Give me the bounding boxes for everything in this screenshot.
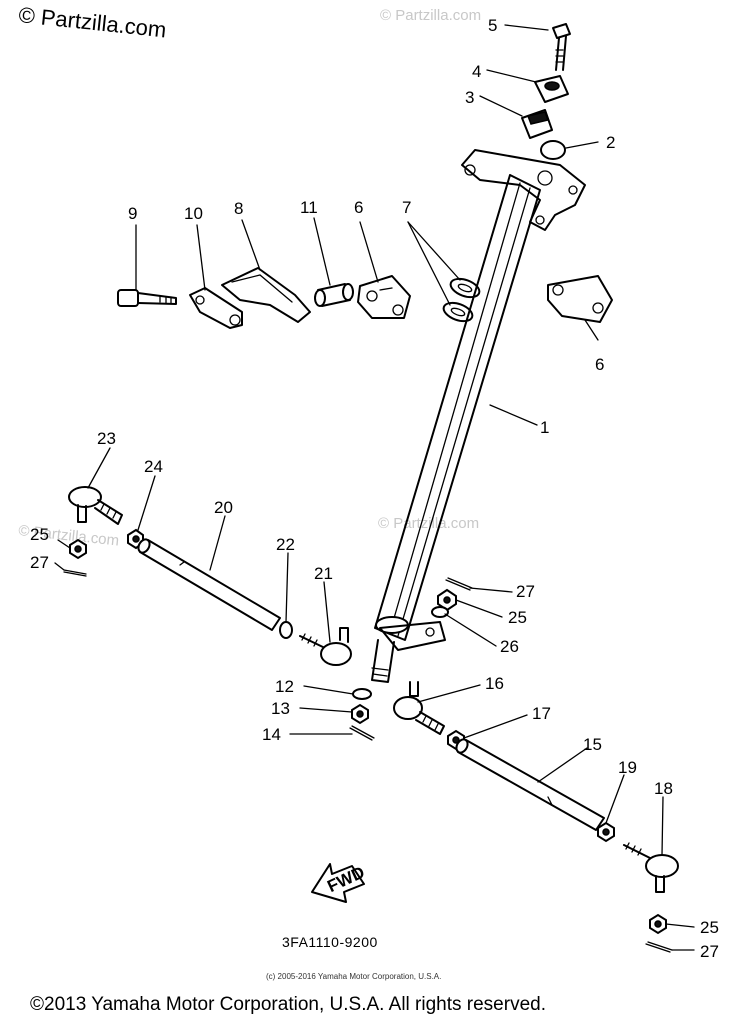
callout-27-mid: 27	[516, 582, 535, 601]
callout-22: 22	[276, 535, 295, 554]
cap-2	[540, 140, 599, 160]
callout-18: 18	[654, 779, 673, 798]
washer-12	[352, 688, 372, 700]
callout-4: 4	[472, 62, 481, 81]
nut-25-mid	[437, 588, 457, 612]
nut-19	[597, 821, 615, 843]
nut-13	[351, 703, 369, 725]
tie-rod-end-23	[68, 486, 123, 525]
washers-7	[442, 277, 481, 323]
callout-20: 20	[214, 498, 233, 517]
clamp-4	[534, 75, 569, 103]
callout-10: 10	[184, 204, 203, 223]
fwd-arrow-icon: FWD	[311, 863, 368, 903]
plate-8	[221, 267, 311, 323]
callout-24: 24	[144, 457, 163, 476]
callout-12: 12	[275, 677, 294, 696]
callout-25-right: 25	[700, 918, 719, 937]
callout-25-mid: 25	[508, 608, 527, 627]
callout-13: 13	[271, 699, 290, 718]
callout-14: 14	[262, 725, 281, 744]
cotter-pin-27-mid	[445, 577, 473, 591]
cotter-pin-14	[349, 725, 375, 741]
callout-15: 15	[583, 735, 602, 754]
tie-rod-end-18	[623, 842, 679, 893]
callout-27-left: 27	[30, 553, 49, 572]
callout-23: 23	[97, 429, 116, 448]
small-copyright: (c) 2005-2016 Yamaha Motor Corporation, …	[266, 972, 441, 981]
watermark-faint-1: © Partzilla.com	[380, 7, 481, 24]
callout-6-right: 6	[595, 355, 604, 374]
callout-8: 8	[234, 199, 243, 218]
cotter-pin-27-right	[645, 941, 673, 953]
callout-7: 7	[402, 198, 411, 217]
footer-copyright: ©2013 Yamaha Motor Corporation, U.S.A. A…	[30, 994, 546, 1015]
diagram-code: 3FA1110-9200	[282, 934, 378, 950]
callout-6-left: 6	[354, 198, 363, 217]
callout-16: 16	[485, 674, 504, 693]
washer-22	[279, 621, 293, 639]
callout-25-left: 25	[30, 525, 49, 544]
tie-rod-end-21	[299, 627, 352, 666]
upper-arm-bracket	[461, 149, 586, 231]
nut-25-left	[69, 538, 87, 560]
clamp-6-right	[547, 275, 613, 323]
watermark-main: © Partzilla.com	[17, 2, 167, 42]
callout-27-right: 27	[700, 942, 719, 961]
watermark-faint-3: © Partzilla.com	[378, 515, 479, 532]
callout-5: 5	[488, 16, 497, 35]
callout-2: 2	[606, 133, 615, 152]
leader-lines	[54, 24, 695, 951]
callout-19: 19	[618, 758, 637, 777]
nut-25-right	[649, 913, 667, 935]
callout-3: 3	[465, 88, 474, 107]
collar-11	[314, 283, 354, 307]
callout-21: 21	[314, 564, 333, 583]
tie-rod-15	[455, 738, 605, 831]
collar-3	[521, 109, 553, 139]
callout-17: 17	[532, 704, 551, 723]
clamp-6-left	[357, 275, 411, 319]
callout-1: 1	[540, 418, 549, 437]
callout-11: 11	[300, 198, 318, 217]
washer-26	[431, 606, 449, 618]
tie-rod-end-16	[393, 681, 445, 735]
bolt-5	[552, 23, 571, 71]
steering-shaft	[371, 174, 541, 683]
bolt-9	[117, 289, 177, 307]
callout-26: 26	[500, 637, 519, 656]
tie-rod-20	[137, 538, 281, 631]
cotter-pin-27-left	[63, 569, 87, 577]
callout-9: 9	[128, 204, 137, 223]
